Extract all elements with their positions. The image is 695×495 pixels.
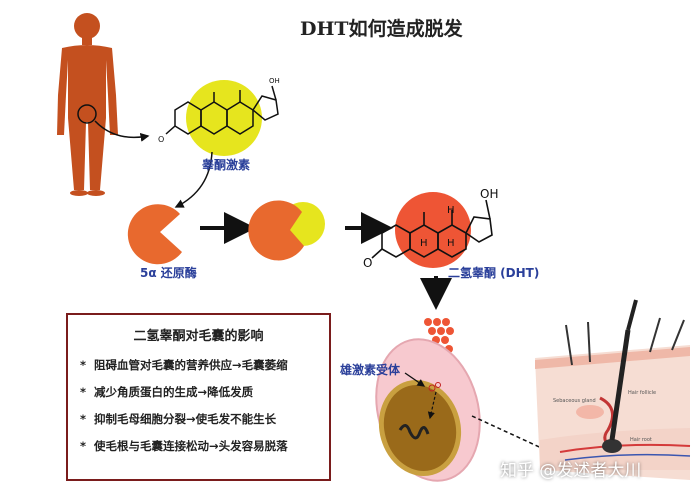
oh-label-dht: OH xyxy=(480,187,499,201)
h-label-3: H xyxy=(447,238,455,249)
effect-item: * 减少角质蛋白的生成→降低发质 xyxy=(68,379,329,406)
effect-bullet: * xyxy=(80,385,87,399)
arrow-body-to-testosterone xyxy=(94,120,150,142)
arrow-testosterone-to-enzyme xyxy=(174,151,213,208)
testosterone-molecule xyxy=(165,80,279,156)
reductase-label: 5α 还原酶 xyxy=(140,266,197,280)
h-label-1: H xyxy=(447,205,455,216)
oh-label-testosterone: OH xyxy=(269,77,280,85)
effects-box-title: 二氢睾酮对毛囊的影响 xyxy=(133,329,264,344)
enzyme-substrate-complex xyxy=(248,200,325,261)
page-title: DHT如何造成脱发 xyxy=(300,18,463,40)
effect-text: 阻碍血管对毛囊的营养供应→毛囊萎缩 xyxy=(94,358,288,372)
genital-highlight-circle xyxy=(77,104,97,124)
effect-item: * 阻碍血管对毛囊的营养供应→毛囊萎缩 xyxy=(68,352,329,379)
effect-bullet: * xyxy=(80,439,87,453)
effect-item: * 抑制毛母细胞分裂→使毛发不能生长 xyxy=(68,406,329,433)
sebaceous-gland-label: Sebaceous gland xyxy=(553,398,596,404)
testosterone-label: 睾酮激素 xyxy=(202,158,251,172)
watermark: 知乎 @发述者大川 xyxy=(500,461,642,481)
effect-text: 减少角质蛋白的生成→降低发质 xyxy=(94,385,254,399)
o-label-testosterone: O xyxy=(158,135,165,144)
o-label-dht: O xyxy=(363,256,373,270)
reductase-enzyme-shape xyxy=(127,204,182,265)
dht-label: 二氢睾酮 (DHT) xyxy=(448,266,540,280)
effect-bullet: * xyxy=(80,358,87,372)
h-label-2: H xyxy=(420,238,428,249)
effect-text: 抑制毛母细胞分裂→使毛发不能生长 xyxy=(94,412,277,426)
follicle-cell xyxy=(375,338,481,482)
receptor-pointer-arrow xyxy=(404,372,426,387)
hair-follicle-label: Hair follicle xyxy=(628,390,657,396)
effect-bullet: * xyxy=(80,412,87,426)
effects-box: 二氢睾酮对毛囊的影响 * 阻碍血管对毛囊的营养供应→毛囊萎缩 * 减少角质蛋白的生成… xyxy=(66,313,331,481)
receptor-label: 雄激素受体 xyxy=(340,363,401,377)
human-body-figure xyxy=(57,13,118,196)
dht-molecule xyxy=(371,192,493,268)
hair-root-label: Hair root xyxy=(630,437,652,443)
effect-item: * 使毛根与毛囊连接松动→头发容易脱落 xyxy=(68,433,329,460)
effect-text: 使毛根与毛囊连接松动→头发容易脱落 xyxy=(94,439,288,453)
skin-cross-section xyxy=(535,299,691,480)
